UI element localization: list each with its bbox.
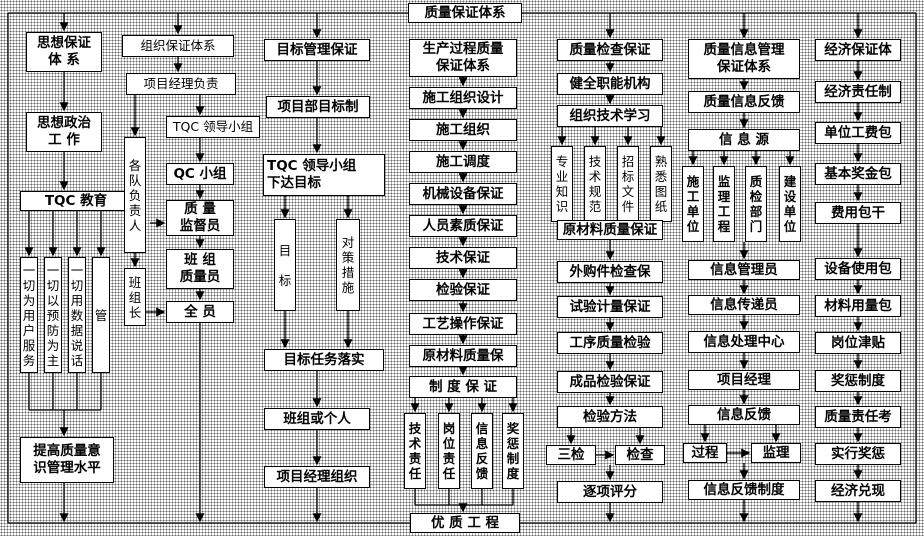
technical-study-box: 组织技术学习 (557, 105, 663, 127)
qc-group-box: QC 小组 (166, 163, 234, 185)
economic-cash-box: 经济兑现 (815, 480, 901, 502)
test-metering-box: 试验计量保证 (557, 296, 663, 318)
inspection-method-box: 检验方法 (557, 406, 663, 428)
quality-info-system-box: 质量信息管理 保证体系 (688, 39, 800, 79)
quality-assurance-system-box: 质量保证体系 (408, 3, 522, 23)
ideological-system-box: 思想保证 体 系 (26, 32, 102, 72)
technical-assurance-box: 技术保证 (409, 247, 517, 269)
unit-labor-contract-box: 单位工费包 (815, 122, 901, 144)
countermeasure-box: 对 策 措 施 (336, 219, 360, 311)
post-allowance-box: 岗位津贴 (815, 332, 901, 354)
quality-supervisor-box: 质 量 监督员 (166, 200, 234, 236)
quality-awareness-box: 提高质量意 识管理水平 (20, 437, 114, 483)
process-box: 过程 (683, 443, 727, 463)
raw-material-col5-box: 原材料质量保证 (557, 220, 663, 240)
technical-responsibility-box: 技 术 责 任 (404, 413, 426, 489)
project-target-box: 项目部目标制 (266, 96, 370, 118)
tqc-target-box: TQC 领导小组 下达目标 (263, 154, 385, 196)
inspection-assurance-box: 检验保证 (409, 279, 517, 301)
construction-owner-box: 建 设 单 位 (779, 166, 801, 242)
reward-penalty-col4-box: 奖 惩 制 度 (502, 413, 524, 489)
all-staff-box: 全 员 (166, 301, 234, 323)
equipment-use-box: 设备使用包 (815, 258, 901, 280)
supervisor-box: 监理 (751, 443, 801, 463)
reward-system-col7-box: 奖惩制度 (815, 370, 901, 392)
info-transmitter-box: 信息传递员 (688, 295, 800, 315)
process-operation-box: 工艺操作保证 (409, 313, 517, 335)
purchased-parts-box: 外购件检查保 (557, 261, 663, 283)
info-center-box: 信息处理中心 (688, 331, 800, 353)
tqc-education-box: TQC 教育 (20, 191, 132, 211)
project-manager-col6-box: 项目经理 (688, 370, 800, 390)
political-work-box: 思想政治 工 作 (26, 112, 102, 152)
team-leaders-box: 各 队 负 责 人 (124, 137, 146, 253)
team-head-box: 班 组 长 (124, 268, 146, 326)
info-feedback-system-box: 信息反馈制度 (688, 480, 800, 500)
supervision-project-box: 监 理 工 程 (713, 166, 735, 242)
material-usage-box: 材料用量包 (815, 295, 901, 317)
construction-organization-box: 施工组织 (409, 119, 517, 141)
basic-bonus-box: 基本奖金包 (815, 163, 901, 185)
raw-material-col4-box: 原材料质量保 (409, 345, 517, 367)
three-inspections-box: 三检 (546, 445, 596, 465)
info-feedback-col6-box: 信息反馈 (688, 405, 800, 425)
cost-contract-box: 费用包干 (815, 202, 901, 224)
prevention-first-label: 一切以预防为主 (46, 262, 60, 368)
quality-info-feedback-box: 质量信息反馈 (688, 91, 800, 113)
production-process-box: 生产过程质量 保证体系 (409, 39, 517, 77)
info-manager-box: 信息管理员 (688, 260, 800, 280)
construction-dispatch-box: 施工调度 (409, 151, 517, 173)
personnel-quality-box: 人员素质保证 (409, 215, 517, 237)
manage-box: 管 (92, 257, 110, 373)
customer-first-box: 一切为用户服务 (20, 257, 38, 373)
tqc-leading-group-box: TQC 领导小组 (166, 116, 260, 138)
organization-system-box: 组织保证体系 (122, 35, 234, 57)
construction-unit-box: 施 工 单 位 (682, 166, 704, 242)
construction-design-box: 施工组织设计 (409, 87, 517, 109)
target-management-box: 目标管理保证 (264, 39, 370, 61)
implement-reward-box: 实行奖惩 (815, 443, 901, 465)
post-responsibility-box: 岗 位 责 任 (438, 413, 460, 489)
quality-project-box: 优 质 工 程 (410, 513, 520, 533)
economic-system-box: 经济保证体 (815, 39, 901, 61)
manage-label: 管 (94, 307, 108, 323)
economic-responsibility-box: 经济责任制 (815, 81, 901, 103)
equipment-assurance-box: 机械设备保证 (409, 183, 517, 205)
process-quality-box: 工序质量检验 (557, 332, 663, 354)
data-speaks-label: 一切用数据说话 (70, 262, 84, 368)
pm-organization-box: 项目经理组织 (264, 466, 370, 488)
project-manager-box: 项目经理负责 (126, 73, 236, 95)
task-implementation-box: 目标任务落实 (264, 349, 384, 371)
prevention-first-box: 一切以预防为主 (44, 257, 62, 373)
technical-specification-box: 技 术 规 范 (584, 146, 606, 222)
team-quality-officer-box: 班 组 质量员 (166, 249, 234, 289)
drawing-familiarization-box: 熟 悉 图 纸 (650, 146, 672, 222)
quality-inspection-box: 质量检查保证 (557, 39, 663, 61)
information-feedback-col4-box: 信 息 反 馈 (471, 413, 493, 489)
data-speaks-box: 一切用数据说话 (68, 257, 86, 373)
functional-institution-box: 健全职能机构 (557, 73, 663, 95)
professional-knowledge-box: 专 业 知 识 (551, 146, 573, 222)
team-or-individual-box: 班组或个人 (264, 408, 370, 430)
tender-document-box: 招 标 文 件 (617, 146, 639, 222)
quality-responsibility-box: 质量责任考 (815, 406, 901, 428)
target-box: 目 标 (274, 219, 296, 311)
finished-product-box: 成品检验保证 (557, 371, 663, 393)
info-source-box: 信 息 源 (688, 129, 800, 151)
customer-first-label: 一切为用户服务 (22, 262, 36, 368)
check-box: 检查 (615, 445, 665, 465)
quality-inspection-dept-box: 质 检 部 门 (745, 166, 767, 242)
system-assurance-box: 制 度 保 证 (409, 376, 517, 398)
item-scoring-box: 逐项评分 (557, 481, 663, 503)
